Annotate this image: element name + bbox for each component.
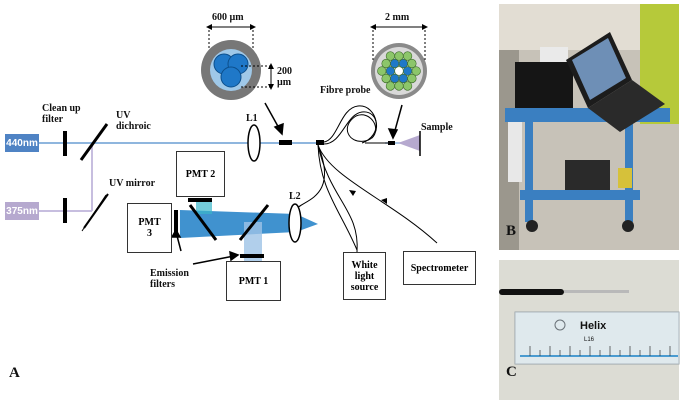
central-fibre <box>394 66 404 76</box>
annotation-arrows <box>170 102 403 265</box>
collection-fibre <box>385 81 396 91</box>
emission-filter-pmt1 <box>240 254 264 258</box>
fibre-probe-label: Fibre probe <box>320 85 371 96</box>
collection-fibre <box>394 81 404 91</box>
excitation-fibre <box>385 66 396 76</box>
clean-up-filter-label: Clean up filter <box>42 103 81 125</box>
panel-label-c: C <box>506 364 517 380</box>
clean-up-filter-440 <box>63 131 67 156</box>
sample-excitation-cone <box>398 135 420 151</box>
emission-filter-pmt2 <box>188 198 212 202</box>
excitation-fibre <box>403 66 413 76</box>
pmt1-label: PMT 1 <box>238 275 269 287</box>
collection-fibre <box>381 58 391 69</box>
collection-fibre <box>394 51 404 61</box>
laser-375nm-label: 375nm <box>6 205 38 217</box>
white-light-source-label: White light source <box>350 259 379 293</box>
fibre-connector-1 <box>279 140 292 145</box>
collection-fibre <box>403 81 413 91</box>
pmt2-box: PMT 2 <box>176 151 225 197</box>
fibre-diameter-label: 200 µm <box>277 66 292 88</box>
excitation-fibre <box>390 58 400 69</box>
spectrometer-label: Spectrometer <box>410 262 469 274</box>
lens-l1 <box>247 124 261 162</box>
excitation-fibre <box>398 58 408 69</box>
lens-l1-label: L1 <box>246 113 258 124</box>
fibre-connector-2 <box>316 140 324 145</box>
emission-filter-pmt3 <box>174 210 178 234</box>
collection-fibre <box>411 66 421 76</box>
laser-440nm: 440nm <box>5 134 39 152</box>
ruler-model-text: L16 <box>584 337 595 343</box>
collection-fibre <box>385 51 396 61</box>
collection-fibre <box>377 66 387 76</box>
bundle-width-label: 600 µm <box>212 12 244 23</box>
arrow-spectrometer <box>381 198 387 204</box>
excitation-fibre <box>390 73 400 84</box>
pmt1-box: PMT 1 <box>226 261 281 301</box>
laser-440nm-label: 440nm <box>6 137 38 149</box>
uv-dichroic-mirror <box>79 123 109 161</box>
laser-375nm: 375nm <box>5 202 39 220</box>
uv-dichroic-label: UV dichroic <box>116 110 151 132</box>
spectrometer-box: Spectrometer <box>403 251 476 285</box>
pmt3-label: PMT 3 <box>138 217 161 239</box>
pmt2-label: PMT 2 <box>185 168 216 180</box>
emission-dichroic-1 <box>238 204 270 241</box>
collection-fibre <box>407 58 417 69</box>
sample-label: Sample <box>421 122 453 133</box>
ruler-brand-text: Helix <box>580 320 607 332</box>
clean-up-filter-375 <box>63 198 67 223</box>
collection-fibre <box>407 73 417 84</box>
fibre-bundle-cross-section <box>201 24 274 100</box>
probe-tip <box>388 141 395 145</box>
lens-l2-label: L2 <box>289 191 301 202</box>
white-light-source-box: White light source <box>343 252 386 300</box>
probe-width-label: 2 mm <box>385 12 410 23</box>
fibre-probe-cable <box>323 105 388 145</box>
uv-mirror-label: UV mirror <box>109 178 156 189</box>
pmt3-box: PMT 3 <box>127 203 172 253</box>
collection-fibre <box>381 73 391 84</box>
panel-label-a: A <box>9 365 20 381</box>
arrow-white-light <box>349 190 356 196</box>
panel-label-b: B <box>506 223 517 239</box>
emission-dichroic-2 <box>188 204 218 241</box>
excitation-fibre <box>398 73 408 84</box>
lens-l2 <box>288 203 302 243</box>
uv-mirror <box>81 193 109 232</box>
ruler-ticks <box>529 346 671 356</box>
photo-b-system-cart <box>499 4 679 250</box>
emission-filters-label: Emission filters <box>150 268 189 290</box>
photo-c-probe-and-ruler <box>499 260 680 400</box>
collection-fibre <box>403 51 413 61</box>
emission-beam-to-pmt1 <box>244 222 262 262</box>
